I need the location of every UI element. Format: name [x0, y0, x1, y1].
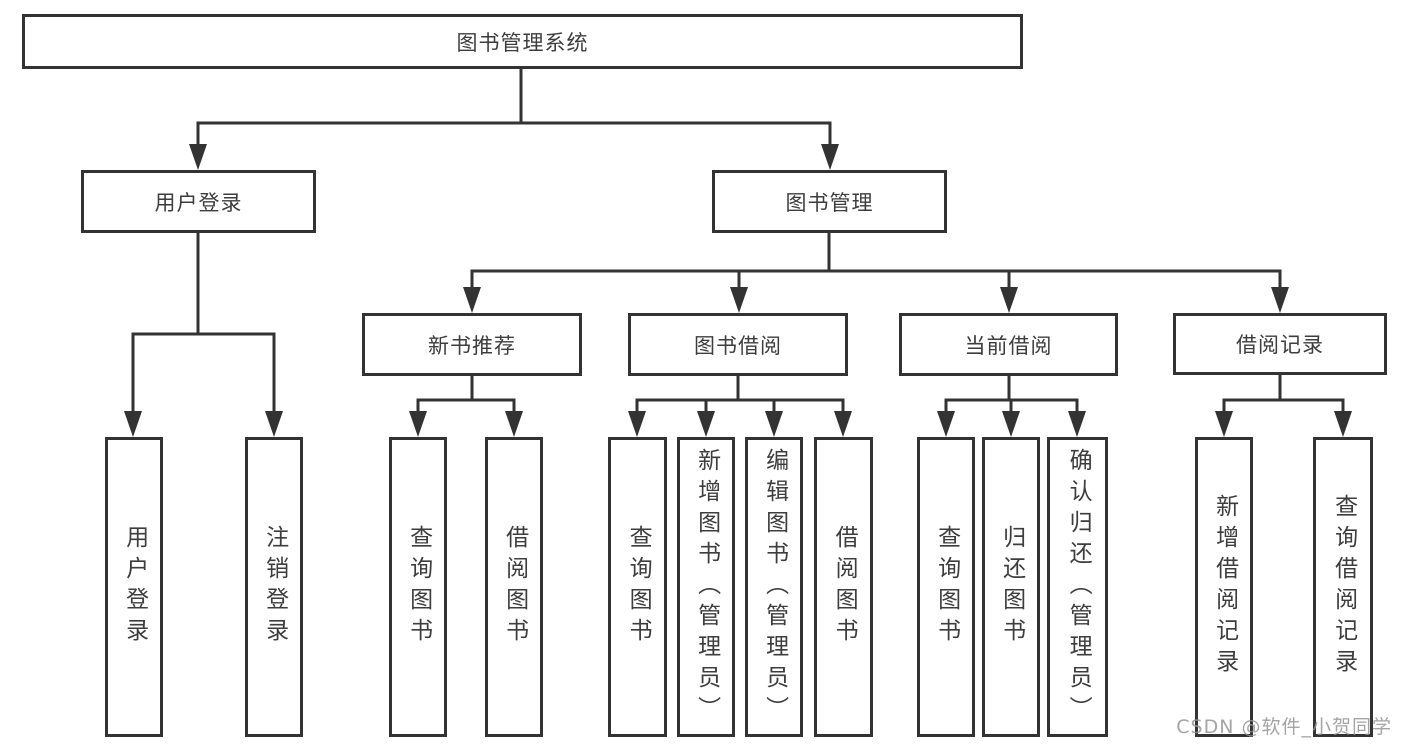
arrow-down-icon: [265, 411, 283, 437]
arrow-down-icon: [765, 411, 783, 437]
leaf-label: 新增图书（管理员）: [693, 447, 720, 727]
arrow-heads: [124, 144, 1352, 437]
node-label: 借阅记录: [1236, 333, 1324, 357]
leaf-cb-confirm-return-admin: 确认归还（管理员）: [1047, 437, 1108, 737]
leaf-label: 查询借阅记录: [1330, 494, 1357, 680]
node-current-borrow: 当前借阅: [899, 313, 1118, 376]
arrow-down-icon: [697, 411, 715, 437]
leaf-br-query-borrow-record: 查询借阅记录: [1313, 437, 1373, 737]
node-borrow-records: 借阅记录: [1173, 313, 1387, 375]
arrow-down-icon: [189, 144, 207, 170]
arrow-down-icon: [1334, 411, 1352, 437]
node-new-book-recommend: 新书推荐: [362, 313, 582, 376]
connector-paths: [131, 69, 1345, 417]
leaf-cb-return-books: 归还图书: [982, 437, 1040, 737]
arrow-down-icon: [124, 411, 142, 437]
arrow-down-icon: [821, 144, 839, 170]
leaf-bb-add-books-admin: 新增图书（管理员）: [677, 437, 735, 737]
leaf-nb-borrow-books: 借阅图书: [485, 437, 543, 737]
leaf-bb-edit-books-admin: 编辑图书（管理员）: [745, 437, 803, 737]
arrow-down-icon: [505, 411, 523, 437]
arrow-down-icon: [1002, 411, 1020, 437]
node-label: 图书管理系统: [456, 30, 589, 55]
leaf-br-add-borrow-record: 新增借阅记录: [1195, 437, 1253, 737]
node-label: 用户登录: [154, 190, 243, 215]
leaf-label: 借阅图书: [831, 525, 858, 649]
leaf-user-login: 用户登录: [105, 437, 163, 737]
arrow-down-icon: [937, 411, 955, 437]
node-label: 新书推荐: [428, 333, 516, 358]
leaf-nb-query-books: 查询图书: [389, 437, 447, 737]
leaf-label: 注销登录: [261, 525, 288, 649]
leaf-label: 用户登录: [121, 525, 148, 649]
leaf-logout: 注销登录: [245, 437, 303, 737]
leaf-label: 借阅图书: [501, 525, 528, 649]
leaf-label: 编辑图书（管理员）: [761, 447, 788, 727]
node-label: 图书管理: [785, 190, 874, 215]
leaf-label: 查询图书: [625, 525, 652, 649]
leaf-label: 归还图书: [998, 525, 1025, 649]
arrow-down-icon: [409, 411, 427, 437]
leaf-label: 新增借阅记录: [1211, 494, 1238, 680]
node-user-login: 用户登录: [81, 170, 316, 233]
leaf-bb-borrow-books: 借阅图书: [814, 437, 873, 737]
leaf-label: 确认归还（管理员）: [1065, 447, 1092, 727]
node-library-management-system: 图书管理系统: [22, 14, 1023, 69]
node-book-borrow: 图书借阅: [628, 313, 848, 376]
node-label: 当前借阅: [964, 333, 1053, 358]
arrow-down-icon: [834, 411, 852, 437]
arrow-down-icon: [1000, 287, 1018, 313]
leaf-label: 查询图书: [933, 525, 960, 649]
arrow-down-icon: [628, 411, 646, 437]
node-label: 图书借阅: [694, 333, 782, 358]
arrow-down-icon: [1215, 411, 1233, 437]
arrow-down-icon: [463, 287, 481, 313]
arrow-down-icon: [1068, 411, 1086, 437]
arrow-down-icon: [730, 287, 748, 313]
leaf-label: 查询图书: [405, 525, 432, 649]
arrow-down-icon: [1271, 287, 1289, 313]
leaf-cb-query-books: 查询图书: [917, 437, 975, 737]
leaf-bb-query-books: 查询图书: [608, 437, 667, 737]
node-book-management: 图书管理: [712, 170, 947, 233]
csdn-watermark: CSDN @软件_小贺同学: [1176, 716, 1392, 738]
